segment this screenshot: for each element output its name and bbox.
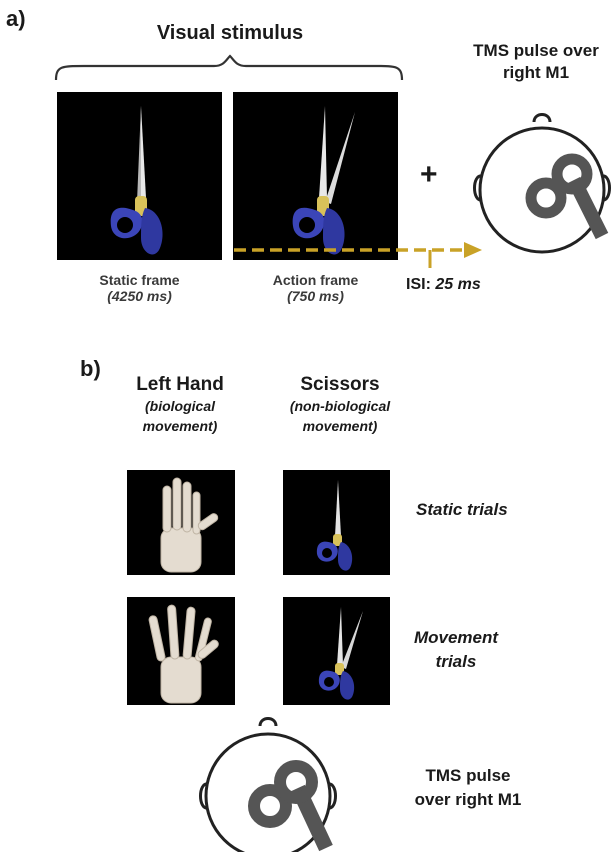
hand-sub2: movement)	[110, 416, 250, 436]
scissors-closed-small-icon	[283, 470, 390, 575]
hand-movement-image	[127, 597, 235, 705]
hand-closed-icon	[127, 470, 235, 575]
visual-stimulus-title: Visual stimulus	[120, 22, 340, 45]
head-coil-icon-b	[194, 710, 354, 852]
scissors-sub2: movement)	[260, 416, 420, 436]
isi-label: ISI:	[406, 276, 431, 293]
isi-value: 25 ms	[435, 276, 480, 293]
movement-trials-line1: Movement	[406, 626, 506, 650]
static-frame-image	[57, 92, 222, 260]
timeline-arrow	[230, 236, 486, 270]
tms-label-b-line2: over right M1	[388, 788, 548, 812]
movement-trials-label: Movement trials	[406, 626, 506, 674]
column-header-scissors: Scissors (non-biological movement)	[260, 374, 420, 436]
static-frame-caption: Static frame (4250 ms)	[57, 272, 222, 304]
head-coil-icon-a	[470, 108, 612, 258]
tms-label-b: TMS pulse over right M1	[388, 764, 548, 812]
scissors-open-icon	[233, 92, 398, 260]
action-frame-duration: (750 ms)	[233, 288, 398, 304]
tms-label-b-line1: TMS pulse	[388, 764, 548, 788]
isi-annotation: ISI: 25 ms	[406, 276, 481, 294]
movement-trials-line2: trials	[406, 650, 506, 674]
hand-static-image	[127, 470, 235, 575]
action-frame-image	[233, 92, 398, 260]
action-frame-label: Action frame	[233, 272, 398, 288]
tms-label-a-line2: right M1	[466, 62, 606, 84]
panel-a-label: a)	[6, 6, 26, 32]
column-header-hand: Left Hand (biological movement)	[110, 374, 250, 436]
hand-sub1: (biological	[110, 396, 250, 416]
scissors-sub1: (non-biological	[260, 396, 420, 416]
hand-open-icon	[127, 597, 235, 705]
scissors-movement-image	[283, 597, 390, 705]
tms-label-a-line1: TMS pulse over	[466, 40, 606, 62]
scissors-title: Scissors	[260, 374, 420, 396]
hand-title: Left Hand	[110, 374, 250, 396]
static-trials-label: Static trials	[416, 500, 508, 520]
scissors-closed-icon	[57, 92, 222, 260]
scissors-open-small-icon	[283, 597, 390, 705]
plus-sign: +	[420, 158, 438, 192]
static-frame-duration: (4250 ms)	[57, 288, 222, 304]
action-frame-caption: Action frame (750 ms)	[233, 272, 398, 304]
static-frame-label: Static frame	[57, 272, 222, 288]
curly-brace	[54, 54, 404, 82]
tms-label-a: TMS pulse over right M1	[466, 40, 606, 84]
panel-b-label: b)	[80, 356, 101, 382]
scissors-static-image	[283, 470, 390, 575]
